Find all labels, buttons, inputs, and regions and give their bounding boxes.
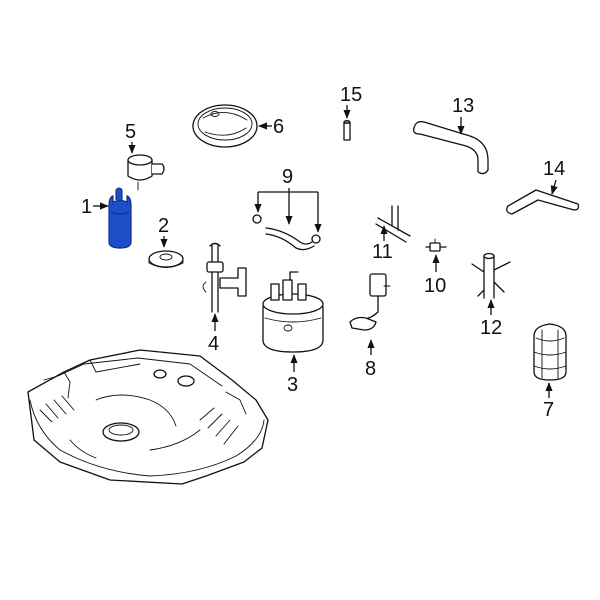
callout-1: 1 [81, 196, 109, 218]
part-12-vapor-hose[interactable] [471, 252, 511, 299]
callout-5: 5 [125, 121, 136, 154]
part-9-hose-with-clamps[interactable] [252, 214, 321, 251]
callout-number-15: 15 [340, 84, 362, 106]
callout-8: 8 [365, 339, 376, 380]
part-5-pump-bracket[interactable] [127, 154, 165, 191]
part-15-small-hose[interactable] [343, 120, 351, 141]
callout-11: 11 [372, 225, 393, 263]
callout-14: 14 [543, 158, 565, 195]
callout-number-7: 7 [543, 399, 554, 421]
part-6-lock-ring[interactable] [192, 104, 258, 148]
part-13-filler-hose[interactable] [412, 120, 489, 175]
part-8-level-sender[interactable] [349, 273, 391, 331]
part-14-breather-hose[interactable] [506, 189, 580, 215]
callout-7: 7 [543, 382, 554, 421]
callout-12: 12 [480, 299, 502, 339]
callout-4: 4 [208, 313, 219, 355]
callout-3: 3 [287, 354, 298, 396]
part-2-grommet[interactable] [148, 250, 184, 268]
callout-10: 10 [424, 254, 446, 297]
callout-number-3: 3 [287, 374, 298, 396]
callout-9: 9 [254, 166, 322, 233]
callout-13: 13 [452, 95, 474, 135]
callout-2: 2 [158, 215, 169, 248]
part-10-check-valve[interactable] [425, 238, 447, 252]
callout-number-2: 2 [158, 215, 169, 237]
callout-number-5: 5 [125, 121, 136, 143]
callout-number-11: 11 [372, 241, 393, 263]
callout-6: 6 [258, 116, 284, 138]
part-4-vent-valve[interactable] [202, 242, 247, 313]
callout-number-6: 6 [273, 116, 284, 138]
part-1-fuel-pump[interactable] [108, 187, 132, 249]
callout-number-4: 4 [208, 333, 219, 355]
callout-number-10: 10 [424, 275, 446, 297]
callout-number-1: 1 [81, 196, 92, 218]
callout-15: 15 [340, 84, 362, 119]
part-11-t-fitting[interactable] [375, 205, 411, 243]
part-3-fuel-filter[interactable] [262, 271, 324, 353]
callout-number-13: 13 [452, 95, 474, 117]
callout-number-9: 9 [282, 166, 293, 188]
callout-number-14: 14 [543, 158, 565, 180]
callout-number-12: 12 [480, 317, 502, 339]
leader-arrow-14 [550, 179, 558, 195]
fuel-tank [27, 349, 269, 485]
part-7-canister[interactable] [533, 323, 567, 381]
callout-number-8: 8 [365, 358, 376, 380]
